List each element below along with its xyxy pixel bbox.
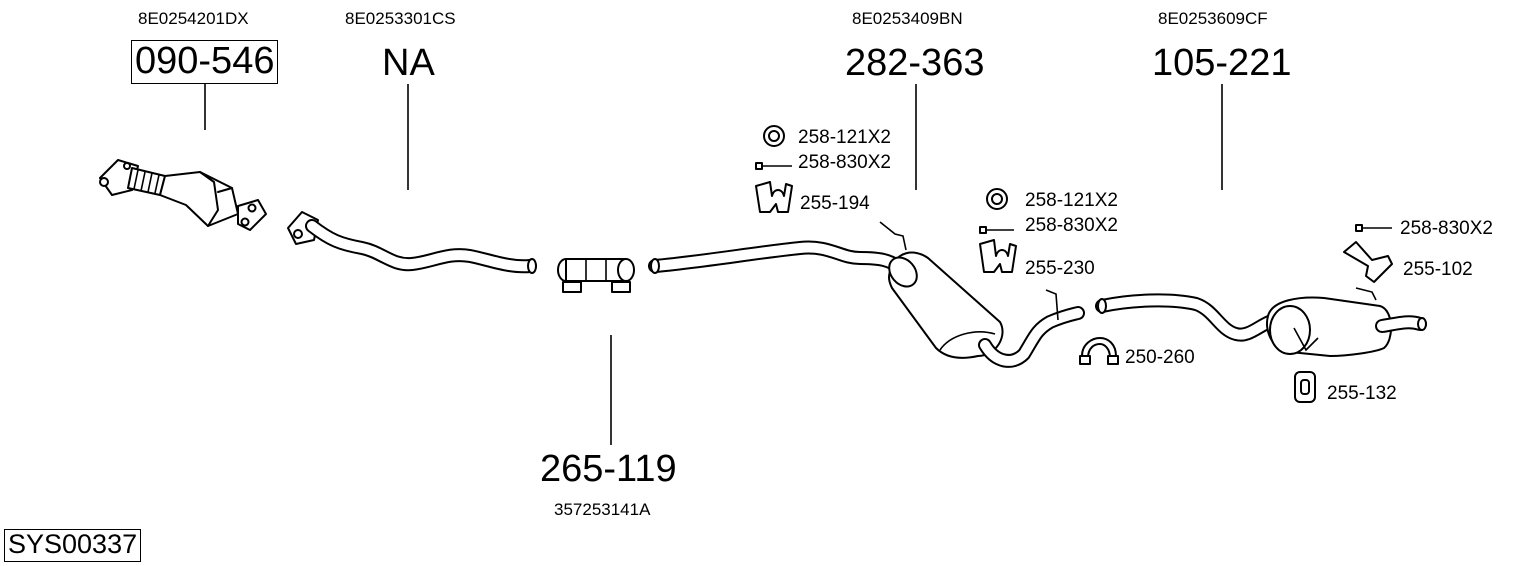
part-number-middle-silencer: 282-363: [845, 42, 985, 84]
label-mid-hanger: 255-194: [800, 193, 870, 214]
oe-number-connector: 357253141A: [554, 500, 651, 519]
system-id: SYS00337: [4, 529, 142, 562]
rear-silencer: [1095, 287, 1427, 357]
oe-number-rear-silencer: 8E0253609CF: [1158, 9, 1268, 28]
front-pipe: [287, 211, 537, 274]
bolt-icon: [979, 226, 1014, 234]
label-mid-bolt: 258-830X2: [798, 152, 891, 173]
label-mid-ring: 258-121X2: [798, 127, 891, 148]
pipe-connector: [557, 258, 635, 293]
oe-number-catalyst: 8E0254201DX: [138, 9, 249, 28]
hanger-icon: [755, 181, 793, 213]
label-tail-mount: 255-132: [1327, 383, 1397, 404]
bolt-icon: [1355, 224, 1392, 232]
label-rear-ring: 258-121X2: [1025, 190, 1118, 211]
bracket-icon: [1343, 241, 1393, 283]
catalytic-converter: [99, 159, 267, 231]
ring-icon: [986, 188, 1008, 210]
middle-silencer: [648, 221, 1085, 368]
label-tail-bolt: 258-830X2: [1400, 218, 1493, 239]
part-number-connector: 265-119: [540, 448, 677, 490]
rubber-mount-icon: [1294, 371, 1316, 403]
part-number-rear-silencer: 105-221: [1152, 42, 1292, 84]
clamp-icon: [1079, 337, 1119, 365]
oe-number-middle-silencer: 8E0253409BN: [852, 9, 963, 28]
hanger-icon: [979, 239, 1017, 273]
label-tail-hanger: 255-102: [1403, 259, 1473, 280]
label-rear-hanger: 255-230: [1025, 258, 1095, 279]
part-number-front-pipe: NA: [382, 42, 435, 84]
oe-number-front-pipe: 8E0253301CS: [345, 9, 456, 28]
label-clamp: 250-260: [1125, 347, 1195, 368]
part-number-catalyst: 090-546: [131, 40, 279, 84]
bolt-icon: [755, 162, 792, 170]
ring-icon: [763, 125, 785, 147]
label-rear-bolt: 258-830X2: [1025, 215, 1118, 236]
